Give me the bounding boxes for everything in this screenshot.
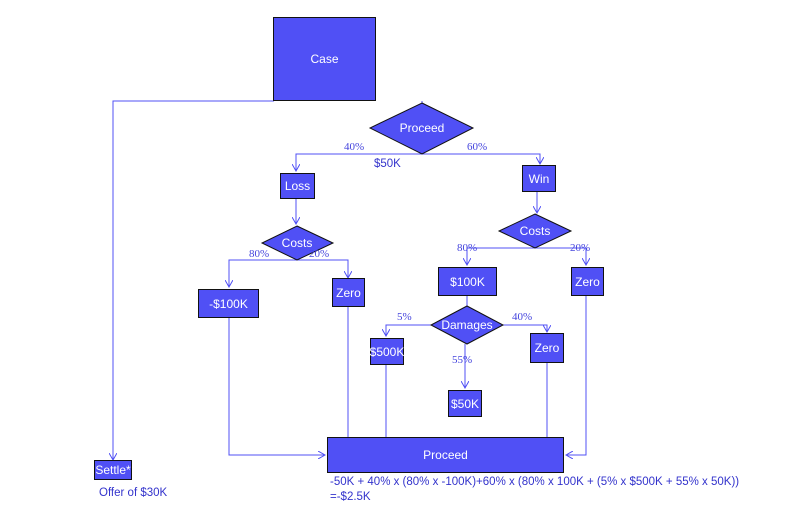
stake-label: $50K (374, 158, 401, 170)
win-zero-node: Zero (571, 267, 604, 296)
win-prob-80-label: 80% (457, 242, 478, 254)
win-100k-node: $100K (438, 267, 497, 296)
prob-win-label: 60% (467, 141, 488, 153)
settle-node: Settle* (94, 460, 132, 480)
costs-win-diamond (497, 213, 573, 249)
damages-diamond (429, 305, 505, 345)
costs-loss-label: Costs (281, 236, 313, 250)
loss-zero-node: Zero (332, 278, 365, 307)
win-node: Win (522, 165, 556, 192)
damages-prob-40-label: 40% (512, 311, 533, 323)
win-prob-20-label: 20% (570, 242, 591, 254)
damages-prob-5-label: 5% (397, 311, 412, 323)
damages-prob-55-label: 55% (452, 354, 473, 366)
loss-prob-80-label: 80% (249, 248, 270, 260)
proceed-decision-label: Proceed (399, 121, 445, 135)
proceed-decision-diamond (368, 102, 475, 155)
formula-line-2: =-$2.5K (330, 491, 371, 503)
damages-label: Damages (441, 318, 493, 332)
loss-prob-20-label: 20% (309, 248, 330, 260)
loss-node: Loss (280, 173, 315, 199)
formula-line-1: -50K + 40% x (80% x -100K)+60% x (80% x … (330, 476, 740, 488)
costs-win-label: Costs (519, 224, 551, 238)
costs-loss-diamond (260, 225, 335, 261)
damages-50k-node: $50K (448, 390, 482, 417)
damages-500k-node: $500K (370, 338, 404, 365)
prob-loss-label: 40% (344, 141, 365, 153)
case-node: Case (273, 17, 376, 101)
damages-zero-node: Zero (530, 333, 564, 363)
loss-negative-100k-node: -$100K (198, 289, 259, 318)
settle-offer-note: Offer of $30K (99, 487, 168, 499)
final-proceed-node: Proceed (327, 437, 564, 473)
